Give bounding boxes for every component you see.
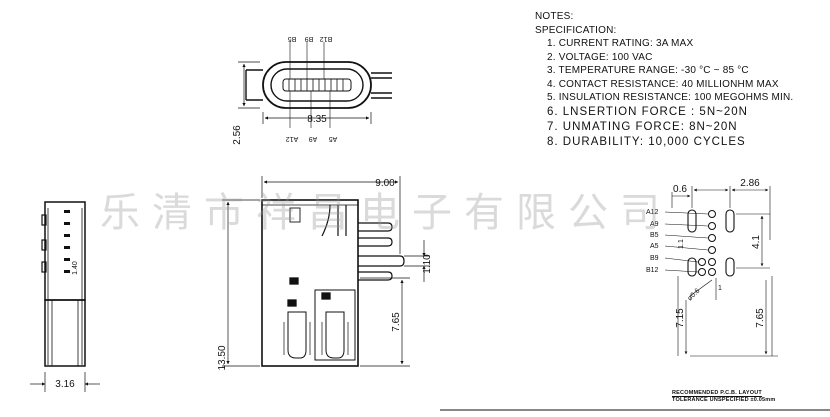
- front-view: [238, 42, 392, 128]
- side-view: [222, 176, 430, 367]
- pcb-slot-bottom-left: [687, 257, 697, 277]
- pcb-dim-vertical: 1.1: [678, 239, 685, 249]
- specification-notes: NOTES: SPECIFICATION: 1. CURRENT RATING:…: [535, 10, 793, 150]
- front-label-b9: B9: [305, 35, 314, 42]
- front-label-b5: B5: [288, 35, 297, 42]
- pcb-caption: RECOMMENDED P.C.B. LAYOUT TOLERANCE UNSP…: [672, 390, 775, 404]
- end-body-upper: [44, 201, 86, 301]
- end-body-lower: [44, 299, 86, 367]
- side-terminals: [321, 204, 405, 281]
- front-shell-outer: [262, 61, 372, 109]
- side-height-dim: 13.50: [217, 345, 228, 370]
- spec-item-4: 4. CONTACT RESISTANCE: 40 MILLIONHM MAX: [547, 78, 779, 90]
- front-legs: [245, 69, 392, 101]
- notes-subheading: SPECIFICATION:: [535, 24, 617, 36]
- pcb-caption-title: RECOMMENDED P.C.B. LAYOUT: [672, 390, 762, 397]
- pcb-dim-lower-right: 7.65: [755, 308, 766, 328]
- spec-item-1: 1. CURRENT RATING: 3A MAX: [547, 38, 694, 49]
- front-width-dim: 8.35: [307, 114, 327, 125]
- spec-item-7: 7. UNMATING FORCE: 8N~20N: [547, 120, 738, 133]
- end-pins: [64, 210, 70, 273]
- front-contacts: [288, 79, 344, 91]
- side-pitch-dim: 1.10: [422, 254, 433, 274]
- pcb-dim-bottom: 1: [718, 285, 722, 292]
- front-leaders: [289, 42, 331, 128]
- end-width-dim: 3.16: [55, 379, 75, 390]
- pcb-label-a5: A5: [650, 243, 659, 250]
- company-watermark: 乐清市祥昌电子有限公司: [100, 190, 672, 236]
- side-lower-dim: 7.65: [391, 312, 402, 332]
- front-shell-inner: [270, 68, 364, 102]
- end-view: [30, 201, 100, 392]
- front-label-b12: B12: [320, 35, 333, 42]
- pcb-holes: [698, 210, 716, 276]
- pcb-label-a12: A12: [646, 209, 659, 216]
- notes-heading: NOTES:: [535, 11, 574, 22]
- pcb-dim-right-top: 2.86: [740, 178, 760, 189]
- end-inner-dim: 1.40: [72, 261, 79, 275]
- spec-item-2: 2. VOLTAGE: 100 VAC: [547, 51, 653, 63]
- pcb-slot-top-left: [687, 209, 697, 233]
- side-width-dim: 9.00: [375, 178, 395, 189]
- pcb-label-b5: B5: [650, 232, 659, 239]
- pcb-layout: [664, 186, 778, 357]
- pcb-dim-left-top: 0.6: [673, 184, 687, 195]
- pcb-slot-top-right: [725, 209, 735, 233]
- spec-item-6: 6. LNSERTION FORCE : 5N~20N: [547, 105, 748, 118]
- front-label-a5: A5: [329, 135, 338, 142]
- pcb-leaders: [664, 211, 709, 273]
- pcb-label-a9: A9: [650, 221, 659, 228]
- spec-item-8: 8. DURABILITY: 10,000 CYCLES: [547, 135, 746, 148]
- pcb-label-b9: B9: [650, 255, 659, 262]
- front-tongue: [282, 78, 352, 92]
- pcb-slot-bottom-right: [725, 257, 735, 277]
- pcb-dim-right: 4.1: [751, 235, 762, 249]
- pcb-label-b12: B12: [646, 267, 659, 274]
- pcb-dim-lower-left: 7.15: [675, 308, 686, 328]
- spec-item-5: 5. INSULATION RESISTANCE: 100 MEGOHMS MI…: [547, 92, 794, 103]
- front-label-a9: A9: [309, 135, 318, 142]
- side-body: [261, 199, 359, 367]
- front-height-dim: 2.56: [232, 125, 243, 145]
- front-label-a12: A12: [286, 135, 299, 142]
- pcb-tolerance: TOLERANCE UNSPECIFIED ±0.05mm: [672, 397, 776, 403]
- spec-item-3: 3. TEMPERATURE RANGE: -30 °C ~ 85 °C: [547, 65, 749, 76]
